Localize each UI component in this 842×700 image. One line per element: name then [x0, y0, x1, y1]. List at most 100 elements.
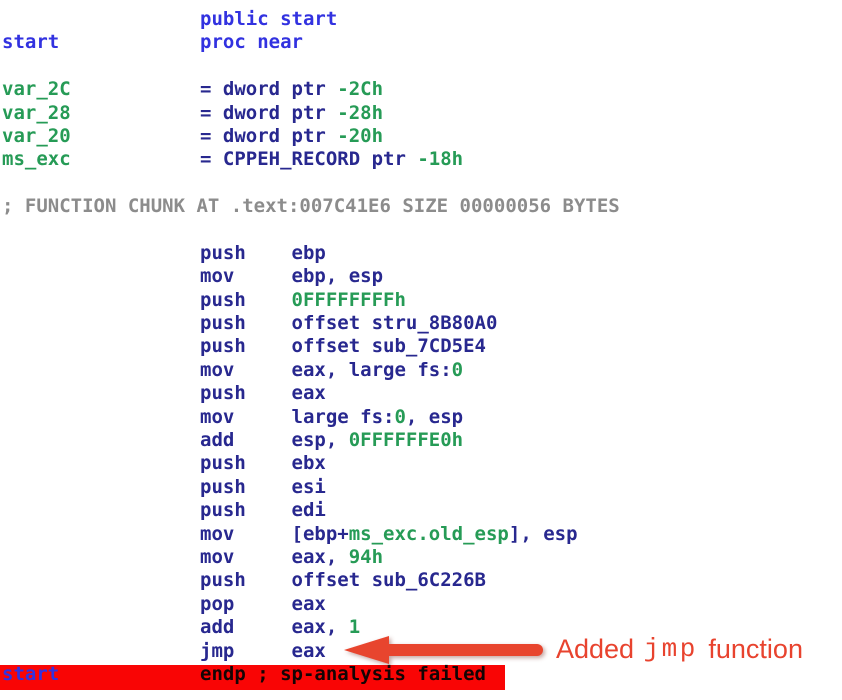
code-segment: add esp, — [200, 429, 349, 452]
code-line: push eax — [0, 382, 842, 405]
line-body: push offset sub_6C226B — [200, 569, 486, 592]
line-body: pop eax — [200, 593, 326, 616]
code-segment: = CPPEH_RECORD ptr — [200, 148, 418, 171]
line-body: push ebx — [200, 452, 326, 475]
code-segment: -28h — [337, 101, 384, 124]
code-segment: 0 — [451, 358, 464, 381]
code-line: push offset stru_8B80A0 — [0, 312, 842, 335]
line-body: push offset stru_8B80A0 — [200, 312, 497, 335]
code-line: var_2C = dword ptr -2Ch — [0, 78, 842, 101]
code-line — [0, 172, 842, 195]
code-segment: , esp — [405, 405, 464, 428]
code-segment: 94h — [348, 545, 384, 568]
code-segment: var_20 — [2, 124, 71, 147]
code-segment: mov eax, — [200, 545, 349, 568]
line-body: push eax — [200, 382, 326, 405]
line-label: start — [2, 663, 59, 686]
code-segment: var_28 — [2, 101, 71, 124]
code-line: mov [ebp+ms_exc.old_esp], esp — [0, 523, 842, 546]
line-body: jmp eax — [200, 640, 326, 663]
code-segment: = dword ptr — [200, 78, 338, 101]
code-segment: push offset stru_8B80A0 — [200, 312, 498, 335]
code-line: public start — [0, 8, 842, 31]
code-segment: 0FFFFFFFFh — [291, 288, 406, 311]
code-segment: ], esp — [508, 522, 578, 545]
code-line: mov large fs:0, esp — [0, 406, 842, 429]
line-label: ; FUNCTION CHUNK AT .text:007C41E6 SIZE … — [2, 195, 620, 218]
line-body: endp ; sp-analysis failed — [200, 663, 486, 686]
line-body: mov [ebp+ms_exc.old_esp], esp — [200, 523, 578, 546]
line-body: mov ebp, esp — [200, 265, 383, 288]
annotation-suffix: function — [700, 633, 803, 664]
line-label: start — [2, 31, 59, 54]
code-segment: -18h — [417, 148, 464, 171]
code-line: mov ebp, esp — [0, 265, 842, 288]
code-segment: 0FFFFFFE0h — [348, 429, 464, 452]
line-body: push 0FFFFFFFFh — [200, 289, 406, 312]
code-line: push edi — [0, 499, 842, 522]
code-line: add esp, 0FFFFFFE0h — [0, 429, 842, 452]
highlight-bar — [0, 664, 505, 690]
code-segment: mov large fs: — [200, 405, 395, 428]
code-segment: endp ; sp-analysis failed — [200, 662, 486, 685]
code-segment: pop eax — [200, 592, 326, 615]
code-line: add eax, 1 — [0, 616, 842, 639]
code-segment: push eax — [200, 382, 326, 405]
code-line — [0, 55, 842, 78]
code-line: var_20 = dword ptr -20h — [0, 125, 842, 148]
code-segment: = dword ptr — [200, 124, 338, 147]
line-label: var_28 — [2, 102, 71, 125]
line-body: = dword ptr -2Ch — [200, 78, 383, 101]
line-body: push offset sub_7CD5E4 — [200, 335, 486, 358]
code-segment: ; FUNCTION CHUNK AT .text:007C41E6 SIZE … — [2, 195, 620, 218]
code-segment: push offset sub_6C226B — [200, 569, 486, 592]
code-line: push ebx — [0, 452, 842, 475]
line-body: public start — [200, 8, 337, 31]
code-segment: public start — [200, 8, 338, 30]
code-line: mov eax, large fs:0 — [0, 359, 842, 382]
line-body: = CPPEH_RECORD ptr -18h — [200, 148, 463, 171]
code-line: push esi — [0, 476, 842, 499]
line-body: mov eax, large fs:0 — [200, 359, 463, 382]
code-line: start proc near — [0, 31, 842, 54]
code-listing: public start start proc near var_2C = dword … — [0, 8, 842, 690]
line-body: add esp, 0FFFFFFE0h — [200, 429, 463, 452]
code-segment: 0 — [394, 405, 406, 428]
code-segment: push offset sub_7CD5E4 — [200, 335, 486, 358]
code-segment: 1 — [348, 616, 361, 639]
code-segment: add eax, — [200, 616, 349, 639]
code-line: ms_exc = CPPEH_RECORD ptr -18h — [0, 148, 842, 171]
red-arrow-icon — [343, 635, 547, 665]
code-line: jmp eax — [0, 640, 842, 663]
line-body: push esi — [200, 476, 326, 499]
code-segment: = dword ptr — [200, 101, 338, 124]
code-segment: mov [ebp+ — [200, 522, 349, 545]
code-segment: ms_exc.old_esp — [348, 522, 509, 545]
code-segment: jmp eax — [200, 639, 326, 662]
code-segment: push ebx — [200, 452, 326, 475]
code-line: push offset sub_7CD5E4 — [0, 335, 842, 358]
line-body: mov eax, 94h — [200, 546, 383, 569]
code-segment: mov ebp, esp — [200, 265, 384, 288]
code-line: push offset sub_6C226B — [0, 569, 842, 592]
code-segment: proc near — [200, 31, 303, 54]
annotation-text: Added jmp function — [556, 633, 803, 665]
line-body: = dword ptr -28h — [200, 102, 383, 125]
code-line: push 0FFFFFFFFh — [0, 289, 842, 312]
line-body: mov large fs:0, esp — [200, 406, 463, 429]
line-body: proc near — [200, 31, 303, 54]
line-body: push edi — [200, 499, 326, 522]
code-segment: var_2C — [2, 78, 71, 101]
code-line — [0, 219, 842, 242]
code-line: push ebp — [0, 242, 842, 265]
code-line: pop eax — [0, 593, 842, 616]
code-segment: -2Ch — [337, 78, 384, 101]
line-body: = dword ptr -20h — [200, 125, 383, 148]
arrow-left-icon — [344, 636, 543, 664]
highlight-row: start endp ; sp-analysis failed — [0, 663, 842, 690]
code-line: var_28 = dword ptr -28h — [0, 102, 842, 125]
code-segment: ms_exc — [2, 148, 71, 171]
code-line: mov eax, 94h — [0, 546, 842, 569]
line-body: push ebp — [200, 242, 326, 265]
